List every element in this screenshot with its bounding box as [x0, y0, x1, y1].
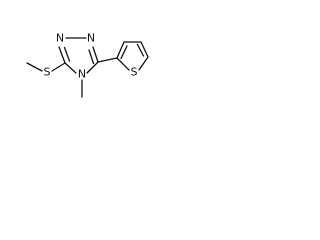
molecule-structure: N N N S S: [26, 32, 149, 98]
bond-s-ch3: [26, 62, 43, 72]
bond-n4-c3: [64, 62, 77, 74]
bond-c5-thiophene: [97, 57, 118, 63]
bond-c5t-c4t: [140, 41, 149, 58]
atom-s-methylthio: S: [44, 66, 51, 79]
atom-n4: N: [78, 68, 86, 81]
bond-c3t-c2: [116, 41, 125, 59]
methylthio-group: [26, 62, 66, 72]
atom-n2: N: [56, 32, 64, 45]
thiophene-ring: [116, 41, 149, 71]
bond-c3-s: [51, 62, 66, 72]
bond-n1-c5-double: [88, 49, 95, 65]
atom-s-thiophene: S: [131, 66, 138, 79]
bond-n1-c5: [92, 46, 99, 63]
bond-c5t-c4t-double: [136, 43, 145, 57]
triazole-ring: [58, 37, 99, 74]
atom-labels: N N N S S: [44, 32, 138, 81]
bond-s1-c5t: [138, 56, 149, 71]
bond-c2-s1: [116, 57, 130, 71]
atom-n1: N: [87, 32, 95, 45]
bond-c5-n4: [86, 61, 99, 74]
bond-c3-n2: [58, 46, 66, 64]
bond-c3t-c2-double: [120, 45, 128, 60]
bond-c3-n2-double: [63, 46, 71, 62]
